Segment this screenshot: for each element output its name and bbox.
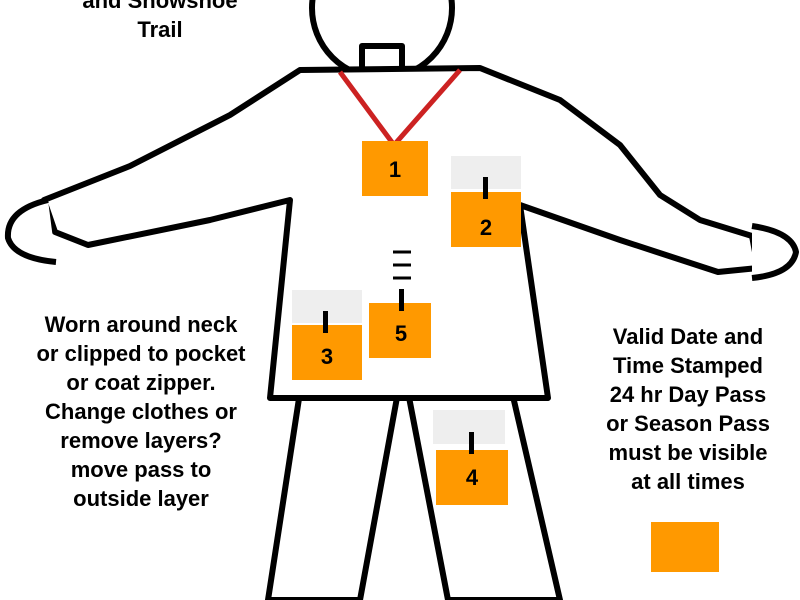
instruction-line: outside layer bbox=[73, 486, 209, 511]
requirement-line: Valid Date and bbox=[612, 324, 764, 349]
right-hand bbox=[751, 223, 799, 281]
wearing-instructions: Worn around neck or clipped to pocket or… bbox=[18, 310, 264, 513]
pass-5: 5 bbox=[369, 289, 431, 358]
pass-3: 3 bbox=[292, 311, 362, 380]
pass-3-number: 3 bbox=[321, 344, 333, 369]
requirement-line: Time Stamped bbox=[613, 353, 763, 378]
pass-1-number: 1 bbox=[389, 157, 401, 182]
trail-title: and Snowshoe Trail bbox=[60, 0, 260, 44]
trail-title-line: Trail bbox=[137, 17, 183, 42]
instruction-line: or clipped to pocket bbox=[36, 341, 246, 366]
requirement-line: must be visible bbox=[608, 440, 768, 465]
pass-5-number: 5 bbox=[395, 321, 407, 346]
zipper bbox=[393, 250, 411, 280]
instruction-line: Worn around neck bbox=[44, 312, 238, 337]
sample-pass-swatch bbox=[651, 522, 719, 572]
left-hand bbox=[4, 197, 57, 265]
pass-4-number: 4 bbox=[466, 465, 479, 490]
left-leg bbox=[265, 389, 401, 600]
requirement-line: or Season Pass bbox=[606, 411, 770, 436]
trail-title-line: and Snowshoe bbox=[82, 0, 238, 13]
pass-4: 4 bbox=[436, 432, 508, 505]
requirement-line: at all times bbox=[631, 469, 745, 494]
pass-requirements: Valid Date and Time Stamped 24 hr Day Pa… bbox=[588, 322, 788, 496]
pass-2: 2 bbox=[451, 177, 521, 247]
instruction-line: move pass to bbox=[70, 457, 212, 482]
instruction-line: or coat zipper. bbox=[66, 370, 216, 395]
instruction-line: Change clothes or bbox=[45, 399, 237, 424]
pass-2-number: 2 bbox=[480, 215, 492, 240]
pass-1: 1 bbox=[362, 141, 428, 196]
requirement-line: 24 hr Day Pass bbox=[609, 382, 767, 407]
instruction-line: remove layers? bbox=[60, 428, 222, 453]
